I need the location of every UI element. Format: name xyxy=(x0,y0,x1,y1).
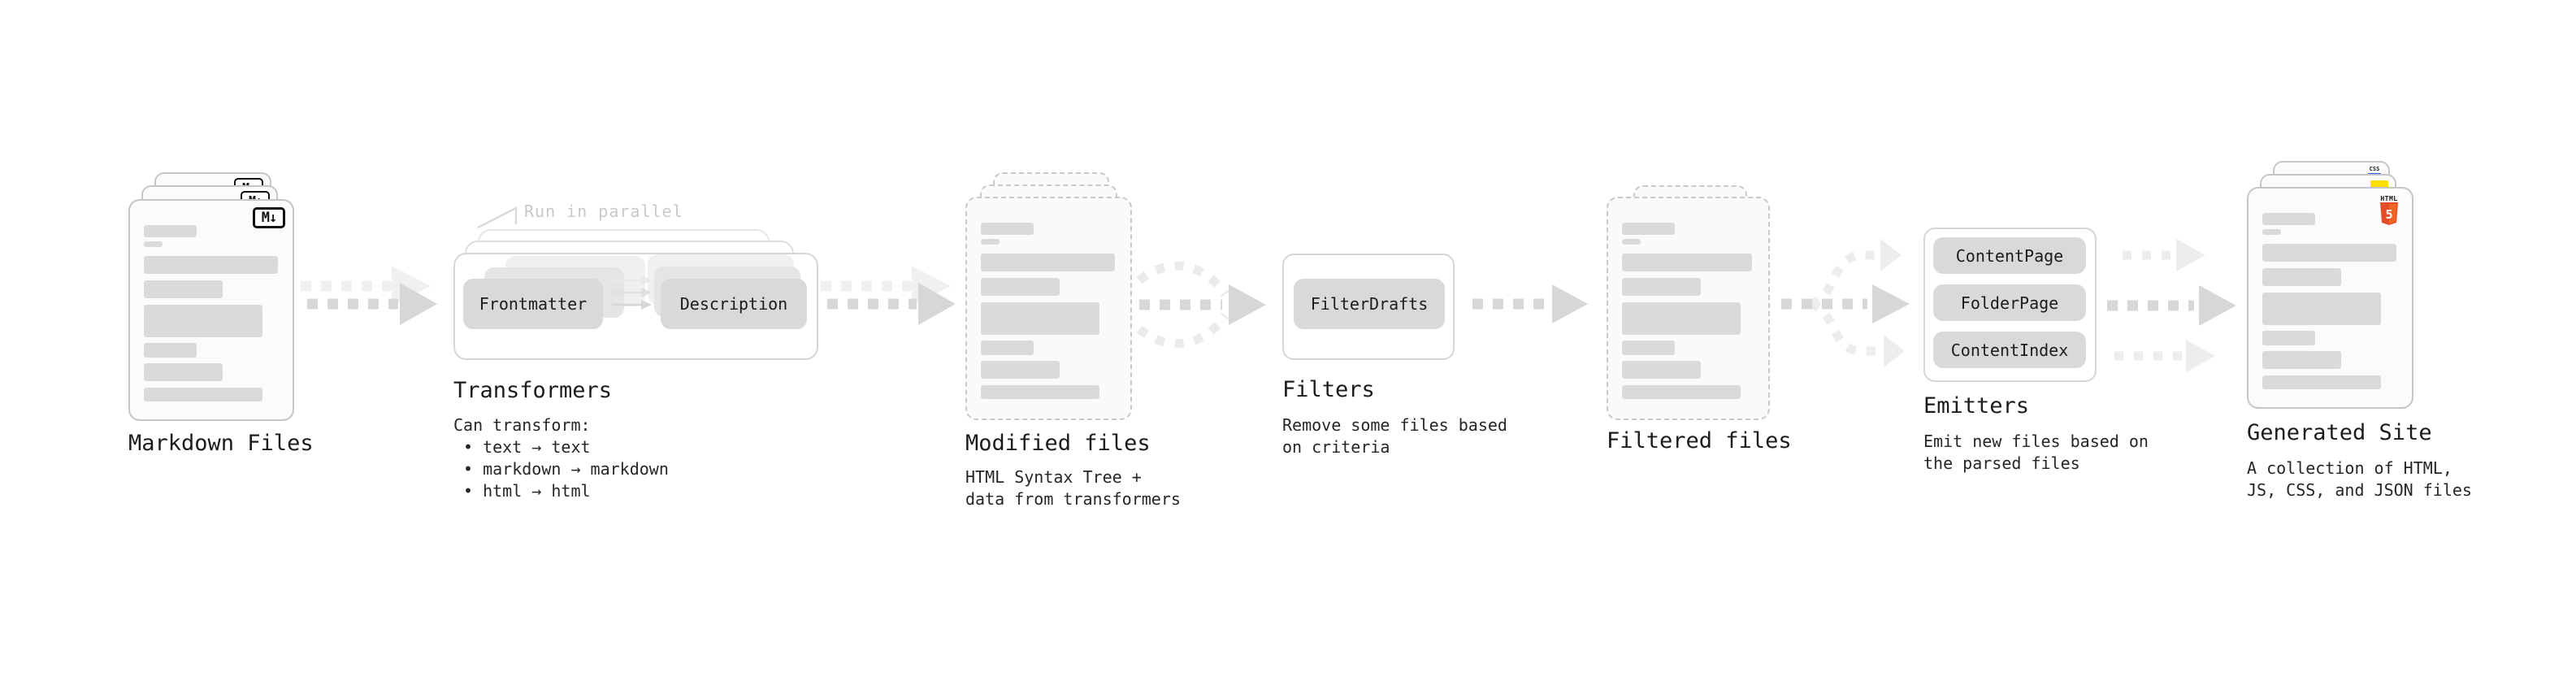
placeholder-lines xyxy=(1622,223,1752,399)
node-frontmatter: Frontmatter xyxy=(463,279,603,329)
modified-files-label: Modified files xyxy=(965,431,1151,456)
run-in-parallel-annotation: Run in parallel xyxy=(524,202,683,221)
arrow-emitters-to-generated xyxy=(2107,239,2236,372)
note-line: Emit new files based on xyxy=(1923,432,2149,451)
node-contentpage: ContentPage xyxy=(1933,237,2086,274)
node-folderpage: FolderPage xyxy=(1933,284,2086,321)
html5-shield: 5 xyxy=(2380,202,2398,225)
arrow-filters-to-filtered xyxy=(1472,284,1588,323)
placeholder-lines xyxy=(144,225,278,401)
filtered-files-label: Filtered files xyxy=(1607,428,1792,453)
note-line: data from transformers xyxy=(965,489,1181,509)
note-line: HTML Syntax Tree + xyxy=(965,467,1142,487)
modified-file-card xyxy=(965,197,1132,420)
emitters-label: Emitters xyxy=(1923,393,2030,419)
transformers-notes-title: Can transform: xyxy=(453,415,591,435)
note-line: Remove some files based xyxy=(1282,415,1507,435)
arrow-modified-to-filters xyxy=(1136,261,1266,349)
svg-text:5: 5 xyxy=(2385,207,2392,222)
transformers-bullet: • html → html xyxy=(463,481,591,501)
filters-label: Filters xyxy=(1282,377,1375,402)
run-in-parallel-leader xyxy=(477,206,518,229)
generated-file-card: HTML 5 xyxy=(2247,187,2413,409)
note-line: A collection of HTML, xyxy=(2247,458,2452,478)
note-line: JS, CSS, and JSON files xyxy=(2247,480,2472,500)
filters-notes: Remove some files based on criteria xyxy=(1282,414,1507,458)
arrow-transformers-to-modified xyxy=(821,266,956,325)
transformers-notes: Can transform: • text → text • markdown … xyxy=(453,414,669,502)
node-description: Description xyxy=(661,279,807,329)
placeholder-lines xyxy=(981,223,1115,399)
generated-site-label: Generated Site xyxy=(2247,420,2432,445)
markdown-files-label: Markdown Files xyxy=(128,431,314,456)
arrow-filtered-to-emitters xyxy=(1781,239,1910,367)
arrow-markdown-to-transformers xyxy=(301,266,437,325)
markdown-icon: M↓ xyxy=(253,207,285,228)
node-filterdrafts: FilterDrafts xyxy=(1294,279,1445,329)
transformers-bullet: • text → text xyxy=(463,437,591,457)
note-line: the parsed files xyxy=(1923,453,2080,473)
filtered-file-card xyxy=(1607,197,1770,420)
note-line: on criteria xyxy=(1282,437,1390,457)
modified-files-notes: HTML Syntax Tree + data from transformer… xyxy=(965,466,1181,510)
markdown-file-card: M↓ xyxy=(128,199,294,421)
node-contentindex: ContentIndex xyxy=(1933,332,2086,368)
placeholder-lines xyxy=(2262,213,2396,389)
html5-icon-label: HTML xyxy=(2380,195,2398,202)
html5-icon: HTML 5 xyxy=(2379,195,2400,228)
javascript-icon xyxy=(2370,180,2388,189)
transformers-label: Transformers xyxy=(453,378,613,403)
transformers-bullet: • markdown → markdown xyxy=(463,459,669,479)
generated-site-notes: A collection of HTML, JS, CSS, and JSON … xyxy=(2247,458,2472,501)
emitters-notes: Emit new files based on the parsed files xyxy=(1923,431,2149,475)
